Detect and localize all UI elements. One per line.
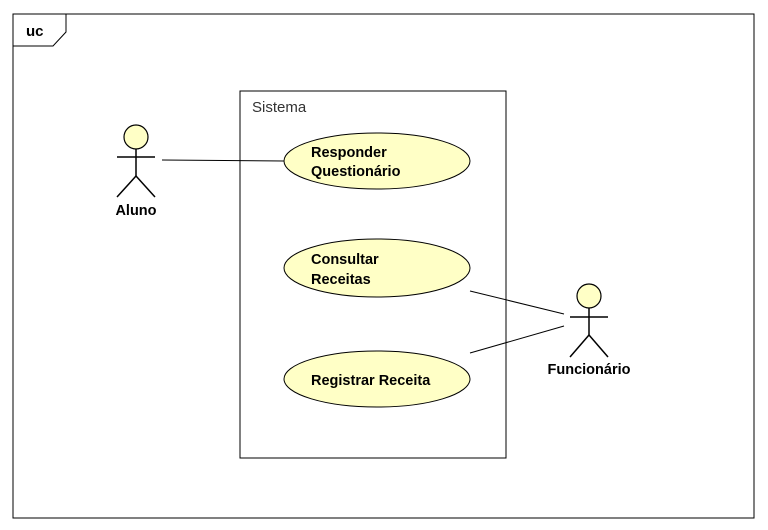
actor-left-leg [569,334,590,358]
actor-aluno[interactable]: Aluno [115,124,157,219]
actor-head-icon [123,124,149,150]
use-case-label-line: Questionário [311,164,401,180]
use-case-label-line: Consultar [311,252,379,268]
actor-right-leg [135,175,156,198]
use-case-ellipse [283,238,471,298]
actor-left-leg [116,175,137,198]
actor-label: Aluno [115,203,156,219]
actor-right-leg [588,334,609,358]
use-case-label-line: Receitas [311,272,371,288]
association-funcionario-consultar [469,290,565,315]
use-case-ellipse [283,132,471,190]
actor-funcionario[interactable]: Funcionário [548,283,631,378]
use-case-label-line: Registrar Receita [311,373,431,389]
use-case-consultar-receitas[interactable]: Consultar Receitas [283,238,471,298]
use-case-ellipse [283,350,471,408]
association-aluno-responder [161,159,285,162]
use-case-registrar-receita[interactable]: Registrar Receita [283,350,471,408]
actor-label: Funcionário [548,362,631,378]
frame-label: uc [26,23,44,40]
use-case-responder-questionario[interactable]: Responder Questionário [283,132,471,190]
actor-head-icon [576,283,602,309]
system-label: Sistema [252,99,307,116]
use-case-label-line: Responder [311,145,387,161]
frame-tab [13,13,67,47]
association-funcionario-registrar [469,325,565,354]
